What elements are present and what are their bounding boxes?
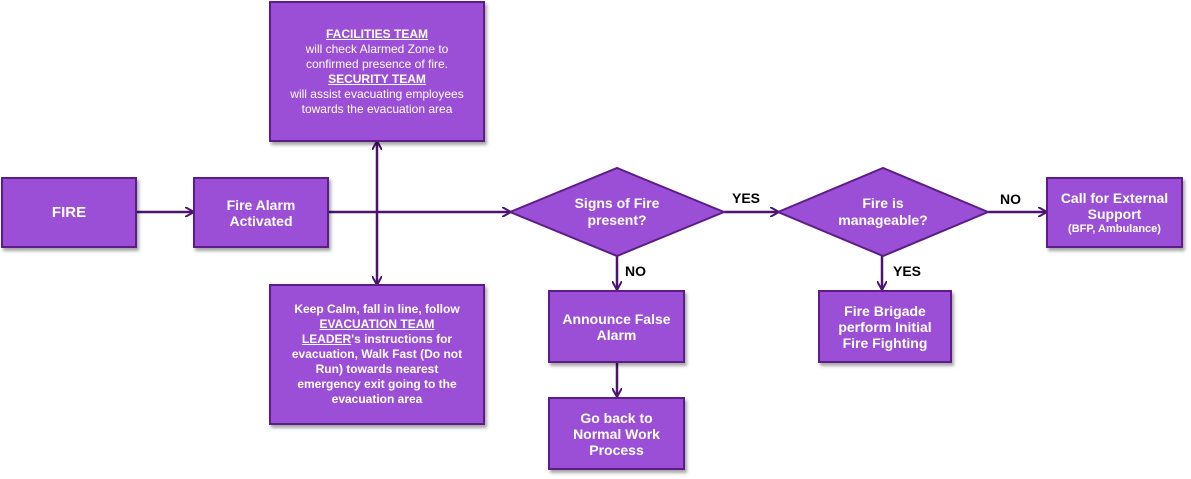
decision-fire-manageable (775, 166, 991, 258)
label-manageable-no: NO (1000, 191, 1021, 207)
fire-label: FIRE (51, 203, 87, 221)
decision-signs-of-fire (507, 166, 727, 258)
evac-team-title: EVACUATION TEAM (319, 317, 435, 331)
signs-text: Signs of Fire present? (552, 194, 682, 230)
facilities-team-title: FACILITIES TEAM (326, 26, 428, 41)
signs-line1: Signs of Fire (574, 195, 660, 211)
facilities-text-2: confirmed presence of fire. (305, 56, 449, 71)
fire-node: FIRE (1, 177, 137, 248)
announce-line2: Alarm (596, 326, 637, 343)
label-signs-yes: YES (732, 190, 761, 206)
brigade-line3: Fire Fighting (842, 334, 928, 351)
external-node: Call for External Support (BFP, Ambulanc… (1046, 177, 1183, 248)
evac-line7: evacuation area (331, 392, 423, 406)
manageable-line1: Fire is (862, 195, 904, 211)
goback-line1: Go back to (580, 409, 653, 426)
evac-line6: emergency exit going to the (297, 377, 457, 391)
manageable-text: Fire is manageable? (818, 194, 948, 230)
brigade-node: Fire Brigade perform Initial Fire Fighti… (818, 290, 952, 363)
label-signs-no: NO (625, 263, 646, 279)
label-manageable-yes: YES (893, 263, 922, 279)
external-line3: (BFP, Ambulance) (1068, 222, 1161, 235)
manageable-line2: manageable? (838, 212, 928, 228)
evac-line3: LEADER's instructions for (302, 332, 452, 347)
alarm-node: Fire Alarm Activated (193, 177, 329, 248)
signs-line2: present? (587, 212, 647, 228)
announce-line1: Announce False (562, 310, 671, 327)
brigade-line2: perform Initial (838, 318, 932, 335)
security-text-2: towards the evacuation area (301, 101, 453, 116)
evac-line3-rest: 's instructions for (351, 332, 453, 346)
goback-line3: Process (589, 441, 644, 458)
evac-leader: LEADER (301, 332, 352, 346)
evac-line1: Keep Calm, fall in line, follow (294, 302, 460, 316)
alarm-line2: Activated (229, 212, 293, 229)
goback-line2: Normal Work (573, 425, 660, 442)
alarm-line1: Fire Alarm (226, 196, 296, 213)
evac-line4: evacuation, Walk Fast (Do not (291, 347, 463, 361)
evac-line5: Run) towards nearest (315, 362, 439, 376)
announce-node: Announce False Alarm (548, 290, 685, 363)
facilities-security-node: FACILITIES TEAM will check Alarmed Zone … (269, 1, 485, 142)
goback-node: Go back to Normal Work Process (548, 397, 685, 470)
facilities-text-1: will check Alarmed Zone to (305, 41, 449, 56)
external-line2: Support (1087, 205, 1142, 222)
evacuation-node: Keep Calm, fall in line, follow EVACUATI… (269, 284, 485, 425)
security-team-title: SECURITY TEAM (328, 71, 426, 86)
brigade-line1: Fire Brigade (844, 302, 926, 319)
external-line1: Call for External (1060, 189, 1169, 206)
security-text-1: will assist evacuating employees (290, 86, 464, 101)
